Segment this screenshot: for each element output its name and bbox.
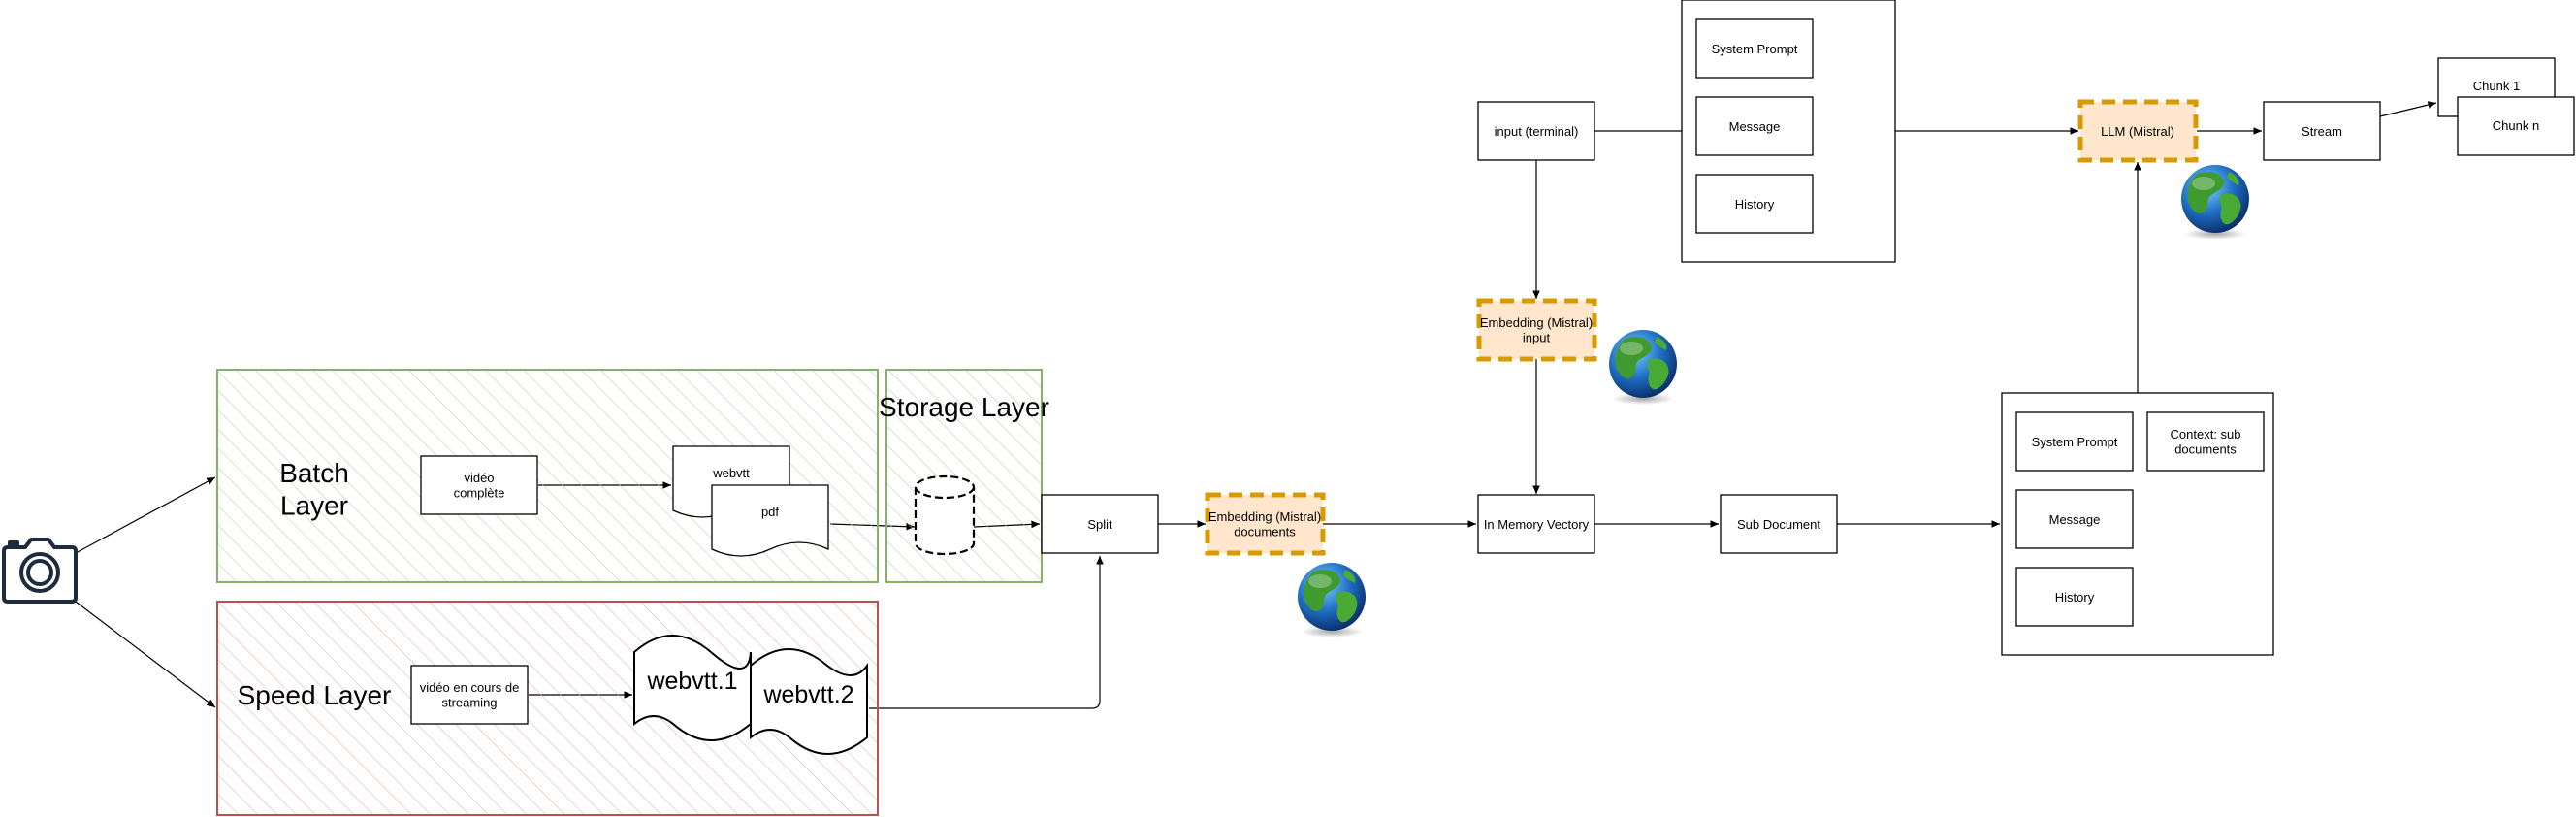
system-prompt-bottom-label: System Prompt [2032,435,2118,449]
in-memory-vectory-label: In Memory Vectory [1484,517,1590,532]
edge-camera-to-batch [75,476,216,554]
system-prompt-top-box [1695,18,1814,79]
history-bottom-label: History [2055,590,2095,605]
system-prompt-top-label: System Prompt [1712,42,1798,56]
edge-camera-to-speed [75,601,216,708]
input-terminal-node: input (terminal) [1477,101,1595,161]
llm-label: LLM (Mistral) [2101,124,2174,139]
embedding-input-label: Embedding (Mistral)input [1480,315,1593,345]
message-bottom-label: Message [2049,512,2101,527]
chunk-1-label: Chunk 1 [2473,79,2520,93]
history-top-box [1695,174,1814,234]
globe-icon [2181,165,2249,240]
chunk-n-label: Chunk n [2493,118,2539,133]
input-terminal-label: input (terminal) [1495,124,1579,139]
webvtt-1-label: webvtt.1 [646,668,737,695]
speed-layer-label: Speed Layer [238,680,392,710]
split-label: Split [1087,517,1112,532]
embedding-documents-label: Embedding (Mistral)documents [1208,509,1321,539]
storage-layer-label: Storage Layer [879,392,1049,422]
globe-icon [1298,563,1366,637]
sub-document-label: Sub Document [1737,517,1820,532]
message-bottom-box [2015,489,2134,549]
message-top-box [1695,96,1814,156]
database-icon [914,474,976,556]
in-memory-vectory-node: In Memory Vectory [1477,494,1595,554]
stream-label: Stream [2302,124,2342,139]
webvtt-1-node: webvtt.1 [633,635,752,741]
split-node: Split [1041,494,1159,554]
history-bottom-box [2015,567,2134,627]
history-top-label: History [1735,197,1775,212]
embedding-input-node: Embedding (Mistral)input [1476,298,1597,362]
pdf-document-node: pdf [711,484,829,557]
embedding-documents-node: Embedding (Mistral)documents [1205,492,1326,556]
pdf-label: pdf [761,505,779,519]
prompt-container-top: System Prompt Message History [1681,0,1896,263]
message-top-label: Message [1729,119,1781,134]
webvtt-2-node: webvtt.2 [750,648,868,755]
sub-document-node: Sub Document [1720,494,1838,554]
context-box [2146,411,2265,472]
webvtt-label: webvtt [712,466,750,480]
system-prompt-bottom-box [2015,411,2134,472]
webvtt-2-label: webvtt.2 [762,681,853,708]
llm-node: LLM (Mistral) [2077,99,2199,163]
globe-icon [1609,330,1677,405]
chunk-n-node: Chunk n [2457,96,2575,156]
edge-stream-to-chunks [2379,101,2437,117]
edge-webvtt2-to-split [869,556,1104,709]
camera-icon [2,538,78,604]
stream-node: Stream [2263,101,2381,161]
